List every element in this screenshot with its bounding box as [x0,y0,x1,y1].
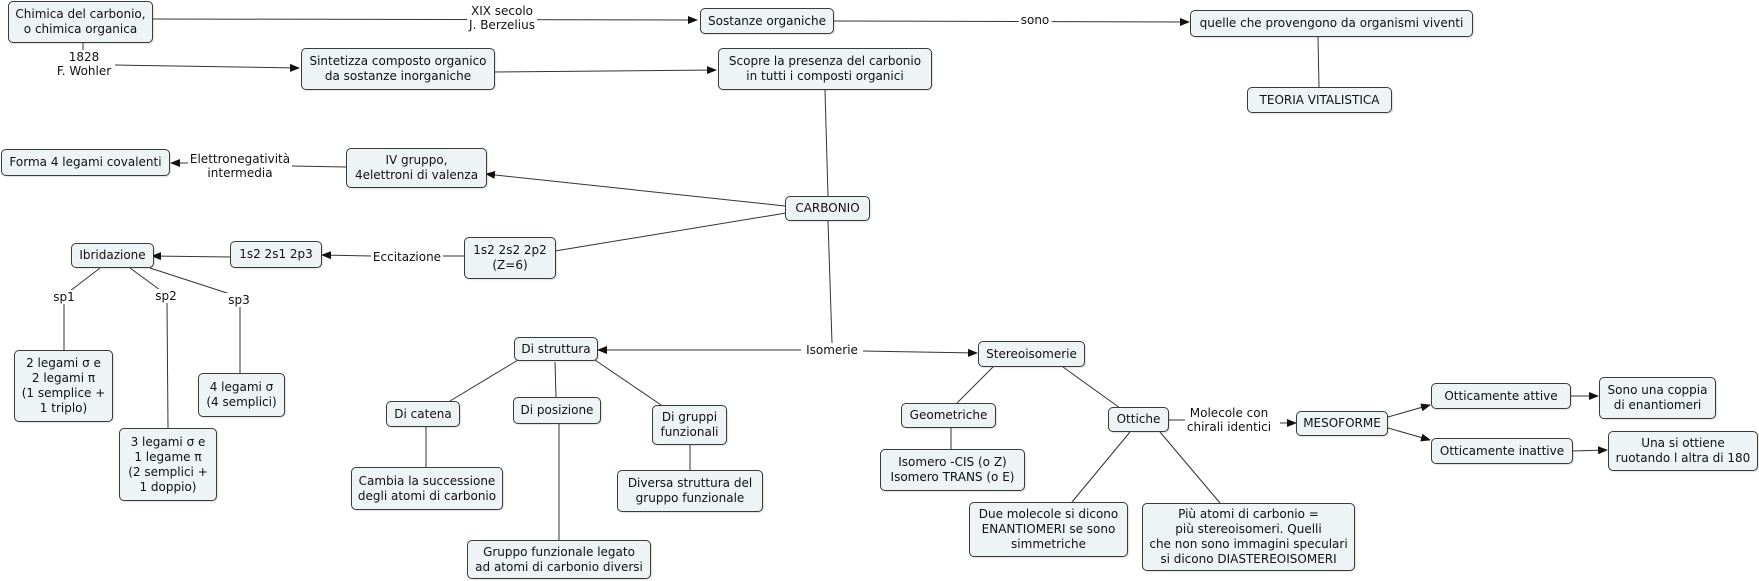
link-label-sp3: sp3 [226,293,252,307]
link-label-elettronegativita: Elettronegatività intermedia [187,152,293,180]
node-diversa-struttura[interactable]: Diversa struttura del gruppo funzionale [617,470,763,512]
node-provengono-organismi-viventi[interactable]: quelle che provengono da organismi viven… [1190,10,1473,37]
link-label-1828-wohler: 1828 F. Wohler [54,50,114,78]
link-label-sp2: sp2 [153,289,179,303]
node-iv-gruppo[interactable]: IV gruppo, 4elettroni di valenza [346,148,487,188]
node-due-molecole-enantiomeri[interactable]: Due molecole si dicono ENANTIOMERI se so… [969,502,1128,557]
node-gruppo-funzionale-legato[interactable]: Gruppo funzionale legato ad atomi di car… [467,540,651,579]
node-di-gruppi-funzionali[interactable]: Di gruppi funzionali [652,405,727,445]
node-forma-4-legami[interactable]: Forma 4 legami covalenti [1,149,170,176]
node-sostanze-organiche[interactable]: Sostanze organiche [700,8,834,34]
link-label-sono: sono [1018,13,1052,27]
node-ottiche[interactable]: Ottiche [1108,407,1169,432]
node-teoria-vitalistica[interactable]: TEORIA VITALISTICA [1247,87,1392,113]
link-label-isomerie: Isomerie [804,343,860,357]
node-ibridazione[interactable]: Ibridazione [71,243,154,268]
node-carbonio[interactable]: CARBONIO [785,196,870,221]
link-label-sp1: sp1 [51,290,77,304]
node-di-catena[interactable]: Di catena [386,401,460,427]
node-di-posizione[interactable]: Di posizione [513,397,601,424]
node-piu-atomi-diastereoisomeri[interactable]: Più atomi di carbonio = più stereoisomer… [1142,503,1355,571]
node-mesoforme[interactable]: MESOFORME [1296,411,1388,436]
node-isomero-cis-trans[interactable]: Isomero -CIS (o Z) Isomero TRANS (o E) [880,449,1025,491]
node-geometriche[interactable]: Geometriche [901,403,996,428]
node-1s2-2s2-2p2[interactable]: 1s2 2s2 2p2 (Z=6) [464,237,556,279]
node-1s2-2s1-2p3[interactable]: 1s2 2s1 2p3 [230,241,322,268]
node-stereoisomerie[interactable]: Stereoisomerie [978,341,1085,367]
node-otticamente-attive[interactable]: Otticamente attive [1431,383,1571,409]
node-otticamente-inattive[interactable]: Otticamente inattive [1431,438,1573,464]
node-scopre-carbonio[interactable]: Scopre la presenza del carbonio in tutti… [718,48,932,90]
link-label-molecole-chirali: Molecole con chirali identici [1184,406,1274,434]
node-sintetizza-composto[interactable]: Sintetizza composto organico da sostanze… [301,48,495,90]
node-sp2-legami[interactable]: 3 legami σ e 1 legame π (2 semplici + 1 … [119,428,217,501]
node-ruotando-180[interactable]: Una si ottiene ruotando l altra di 180 [1608,431,1758,471]
node-chimica-del-carbonio[interactable]: Chimica del carbonio, o chimica organica [8,1,153,43]
node-sp3-legami[interactable]: 4 legami σ (4 semplici) [198,373,285,417]
node-cambia-successione[interactable]: Cambia la successione degli atomi di car… [351,467,503,510]
link-label-eccitazione: Eccitazione [370,250,444,264]
link-label-xix-secolo: XIX secolo J. Berzelius [467,4,537,32]
node-di-struttura[interactable]: Di struttura [514,337,598,361]
node-coppia-enantiomeri[interactable]: Sono una coppia di enantiomeri [1599,377,1716,419]
node-sp1-legami[interactable]: 2 legami σ e 2 legami π (1 semplice + 1 … [14,350,113,422]
